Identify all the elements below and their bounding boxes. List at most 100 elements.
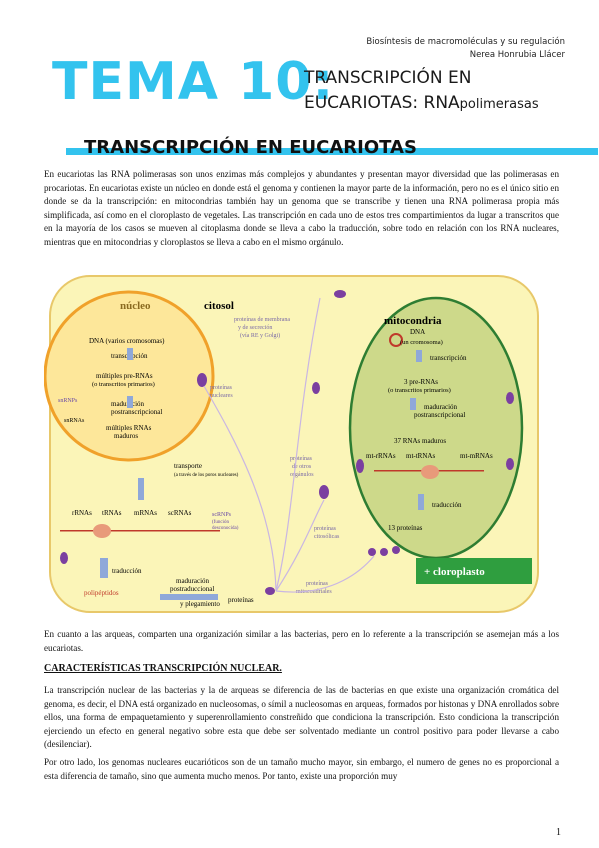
- organelle-proteins-1: proteínas: [290, 456, 313, 462]
- last-paragraph: Por otro lado, los genomas nucleares euc…: [44, 757, 559, 781]
- document-header: Biosíntesis de macromoléculas y su regul…: [366, 36, 565, 62]
- scrnps-sub1: (función: [212, 520, 229, 525]
- organelle-proteins-2: de otros: [292, 464, 312, 470]
- cytosolic-proteins-2: citosólicas: [314, 534, 340, 540]
- transport-label: transporte: [174, 462, 202, 470]
- header-course: Biosíntesis de macromoléculas y su regul…: [366, 37, 565, 47]
- transcription-diagram: núcleo citosol mitocondria + cloroplasto…: [43, 275, 539, 613]
- mito-postranscriptional-label: postranscripcional: [414, 411, 465, 419]
- nuclear-paragraph: La transcripción nuclear de las bacteria…: [44, 685, 559, 750]
- header-author: Nerea Honrubia Llácer: [469, 50, 565, 60]
- protein-routing-lines: [203, 297, 375, 593]
- mito-translation-label: traducción: [432, 501, 462, 509]
- polypeptides-label: polipéptidos: [84, 589, 119, 597]
- chloroplast-label: + cloroplasto: [424, 566, 485, 578]
- cytosolic-proteins-1: proteínas: [314, 526, 337, 532]
- protein-blob: [380, 548, 388, 556]
- trnas-label: tRNAs: [102, 509, 122, 517]
- route-line: [203, 385, 277, 592]
- tema-subtitle-line1: TRANSCRIPCIÓN EN: [304, 68, 472, 88]
- scrnas-label: scRNAs: [168, 509, 192, 517]
- mito-pre-rna-label: 3 pre-RNAs: [404, 378, 438, 386]
- cytosol-label: citosol: [204, 300, 234, 312]
- protein-blob: [334, 290, 346, 298]
- nuc-mature-rna-sub: maduros: [114, 432, 138, 440]
- nuc-mrna-strand: [60, 530, 220, 532]
- title-underline-bar: [66, 148, 598, 155]
- nuc-dna-label: DNA (varios cromosomas): [89, 337, 165, 345]
- nuclear-proteins-2: nucleares: [210, 393, 233, 399]
- tema-subtitle-line2: EUCARIOTAS: RNApolimerasas: [304, 93, 539, 113]
- mito-proteins-2: mitocondriales: [296, 589, 332, 595]
- nuc-pre-rna-label: múltiples pre-RNAs: [96, 372, 153, 380]
- arrow-shaft: [127, 348, 133, 360]
- transcription-figure: núcleo citosol mitocondria + cloroplasto…: [43, 268, 544, 620]
- mrnas-label: mRNAs: [134, 509, 157, 517]
- protein-blobs: [60, 290, 514, 595]
- arrow-shaft: [160, 594, 218, 600]
- membrane-proteins-2: y de secreción: [238, 325, 272, 331]
- snrnas-label: snRNAs: [64, 418, 85, 424]
- page-number: 1: [556, 827, 561, 838]
- section-title: TRANSCRIPCIÓN EN EUCARIOTAS: [84, 137, 417, 158]
- mito-pre-rna-sub: (o transcritos primarios): [388, 387, 451, 394]
- protein-blob: [506, 392, 514, 404]
- scrnps-sub2: desconocida): [212, 526, 239, 531]
- arrow-shaft: [416, 350, 422, 362]
- mito-maturation-label: maduración: [424, 403, 458, 411]
- nuc-ribosome: [93, 524, 111, 538]
- membrane-proteins-1: proteínas de membrana: [234, 317, 290, 323]
- tema-subtitle: TRANSCRIPCIÓN EN EUCARIOTAS: RNApolimera…: [304, 66, 539, 117]
- nuc-postranscriptional-label: postranscripcional: [111, 408, 162, 416]
- mito-dna-circle: [389, 333, 403, 347]
- protein-blob: [312, 382, 320, 394]
- protein-blob: [319, 485, 329, 499]
- nucleus-shape: [43, 290, 215, 462]
- membrane-proteins-3: (vía RE y Golgi): [240, 332, 280, 339]
- route-line: [275, 499, 325, 592]
- post-maturation-label: maduración: [176, 577, 210, 585]
- mito-dna-label: DNA: [410, 328, 425, 336]
- nuclear-proteins-1: proteínas: [210, 385, 233, 391]
- protein-blob: [197, 373, 207, 387]
- organelle-proteins-3: orgánulos: [290, 472, 314, 478]
- arrow-shaft: [410, 398, 416, 410]
- post-maturation-sub: postraduccional: [170, 585, 214, 593]
- nuc-translation-label: traducción: [112, 567, 142, 575]
- section-heading-nuclear: CARACTERÍSTICAS TRANSCRIPCIÓN NUCLEAR.: [44, 663, 282, 674]
- protein-blob: [356, 459, 364, 473]
- nuc-mature-rna-label: múltiples RNAs: [106, 424, 152, 432]
- arrow-shaft: [100, 558, 108, 578]
- protein-blob: [265, 587, 275, 595]
- arrow-shaft: [127, 396, 133, 408]
- intro-paragraph: En eucariotas las RNA polimerasas son un…: [44, 169, 559, 247]
- nucleus-label: núcleo: [120, 300, 151, 312]
- mitochondrion-label: mitocondria: [384, 315, 442, 327]
- protein-blob: [368, 548, 376, 556]
- mito-mature-rna-label: 37 RNAs maduros: [394, 437, 446, 445]
- mitochondrion-shape: [348, 296, 524, 560]
- mito-ribosome: [421, 465, 439, 479]
- mt-rrnas-label: mt-rRNAs: [366, 452, 396, 460]
- rrnas-label: rRNAs: [72, 509, 92, 517]
- chloroplast-box: [416, 558, 532, 584]
- snrnps-label: snRNPs: [58, 398, 78, 404]
- proteins-label: proteínas: [228, 596, 254, 604]
- process-arrows: [100, 348, 424, 600]
- mt-mrnas-label: mt-mRNAs: [460, 452, 493, 460]
- route-line: [275, 555, 375, 593]
- mito-proteins-1: proteínas: [306, 581, 329, 587]
- mito-transcription-label: transcripción: [430, 354, 467, 362]
- folding-label: y plegamiento: [180, 600, 220, 608]
- transport-sub: (a través de los poros nucleares): [174, 473, 239, 478]
- scrnps-label: scRNPs: [212, 512, 232, 518]
- protein-blob: [506, 458, 514, 470]
- arrow-shaft: [418, 494, 424, 510]
- mito-proteins-count-label: 13 proteínas: [388, 524, 423, 532]
- protein-blob: [60, 552, 68, 564]
- arqueas-paragraph: En cuanto a las arqueas, comparten una o…: [44, 629, 559, 653]
- protein-blob: [392, 546, 400, 554]
- arrow-shaft: [138, 478, 144, 500]
- route-line: [275, 297, 321, 592]
- mito-dna-sub: (un cromosoma): [400, 339, 443, 346]
